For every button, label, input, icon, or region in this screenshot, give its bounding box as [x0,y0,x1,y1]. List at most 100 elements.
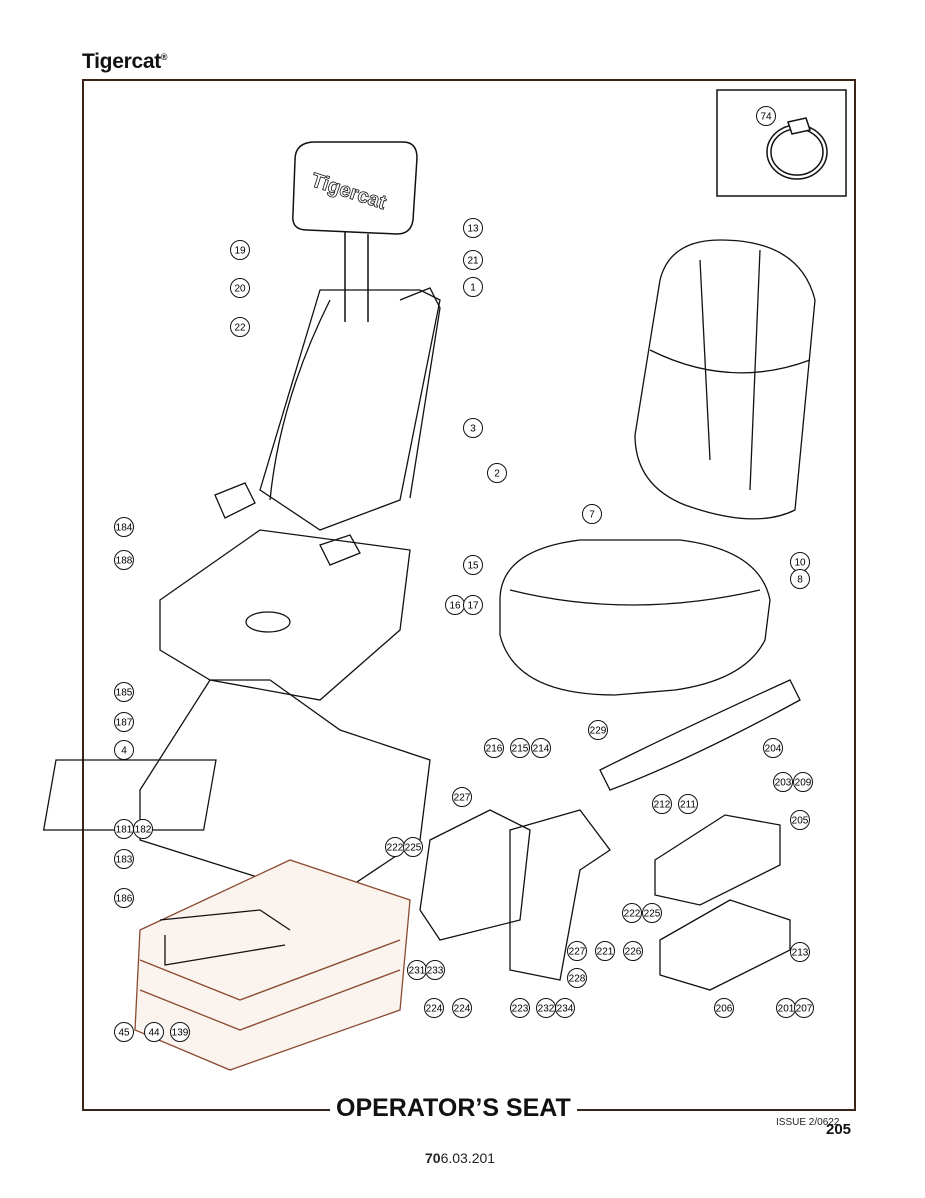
callout-circle [588,720,608,740]
callout-number: 225 [405,843,422,854]
callout-20: 20 [230,278,250,298]
callout-number: 44 [148,1028,160,1039]
callout-221: 221 [595,941,615,961]
callout-188: 188 [114,550,134,570]
callout-circle [793,772,813,792]
callout-number: 15 [467,561,479,572]
callout-circle [463,218,483,238]
callout-circle [452,787,472,807]
callout-19: 19 [230,240,250,260]
callout-number: 222 [624,909,641,920]
callout-number: 183 [116,855,133,866]
callout-13: 13 [463,218,483,238]
callout-21: 21 [463,250,483,270]
callout-circle [642,903,662,923]
callout-181: 181 [114,819,134,839]
seat-cushion [499,539,771,696]
callout-circle [763,738,783,758]
callout-circle [170,1022,190,1042]
callout-circle [114,550,134,570]
callout-3: 3 [463,418,483,438]
callout-circle [114,849,134,869]
callout-207: 207 [794,998,814,1018]
callout-circle [487,463,507,483]
callout-233: 233 [425,960,445,980]
callout-number: 7 [589,510,595,521]
callout-circle [790,569,810,589]
seat-frame [159,287,441,701]
callout-circle [531,738,551,758]
callout-number: 213 [792,948,809,959]
callout-number: 212 [654,800,671,811]
callout-number: 204 [765,744,782,755]
callout-circle [622,903,642,923]
callout-213: 213 [790,942,810,962]
callout-circle [510,738,530,758]
doc-number-suffix: 6.03.201 [440,1150,496,1166]
callout-circle [567,941,587,961]
callout-203: 203 [773,772,793,792]
callout-number: 211 [680,800,696,811]
document-number: 706.03.201 [425,1150,495,1166]
callout-229: 229 [588,720,608,740]
callout-circle [582,504,602,524]
callout-number: 10 [794,558,806,569]
callout-227: 227 [452,787,472,807]
callout-186: 186 [114,888,134,908]
callout-circle [790,810,810,830]
callout-17: 17 [463,595,483,615]
callout-circle [510,998,530,1018]
callout-number: 206 [716,1004,733,1015]
callout-201: 201 [776,998,796,1018]
callout-4: 4 [114,740,134,760]
callout-number: 215 [512,744,529,755]
callout-circle [114,517,134,537]
suspension-base [134,859,411,1071]
callout-circle [452,998,472,1018]
callout-number: 8 [797,575,803,586]
callout-number: 229 [590,726,607,737]
callout-circle [114,712,134,732]
callout-224: 224 [424,998,444,1018]
callout-circle [463,418,483,438]
callout-circle [230,317,250,337]
callout-187: 187 [114,712,134,732]
callout-223: 223 [510,998,530,1018]
brand-logo: Tigercat® [82,50,168,74]
callout-184: 184 [114,517,134,537]
cable-tie-part [766,117,828,180]
callout-number: 17 [467,601,479,612]
callout-139: 139 [170,1022,190,1042]
callout-45: 45 [114,1022,134,1042]
callout-number: 224 [454,1004,471,1015]
callout-circle [114,682,134,702]
callout-number: 187 [116,718,133,729]
callout-205: 205 [790,810,810,830]
callout-204: 204 [763,738,783,758]
callout-circle [425,960,445,980]
callout-232: 232 [536,998,556,1018]
callout-number: 13 [467,224,479,235]
callout-number: 19 [234,246,246,257]
page-number: 205 [826,1121,852,1138]
callout-number: 185 [116,688,133,699]
callout-234: 234 [555,998,575,1018]
callout-number: 16 [449,601,461,612]
callout-circle [114,740,134,760]
seat-backrest-cushion [634,239,816,520]
callout-number: 234 [557,1004,574,1015]
callout-circle [652,794,672,814]
callout-circle [463,595,483,615]
callout-number: 20 [234,284,246,295]
callout-circle [794,998,814,1018]
callout-circle [623,941,643,961]
callout-1: 1 [463,277,483,297]
callout-number: 22 [234,323,246,334]
callout-number: 228 [569,974,586,985]
callout-circle [463,555,483,575]
callout-10: 10 [790,552,810,572]
callout-circle [230,240,250,260]
callout-225: 225 [642,903,662,923]
callout-number: 232 [538,1004,555,1015]
